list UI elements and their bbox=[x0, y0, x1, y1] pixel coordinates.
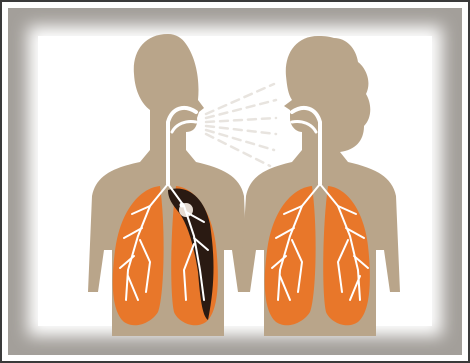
transmission-illustration bbox=[0, 0, 470, 363]
diagram-canvas bbox=[0, 0, 470, 363]
